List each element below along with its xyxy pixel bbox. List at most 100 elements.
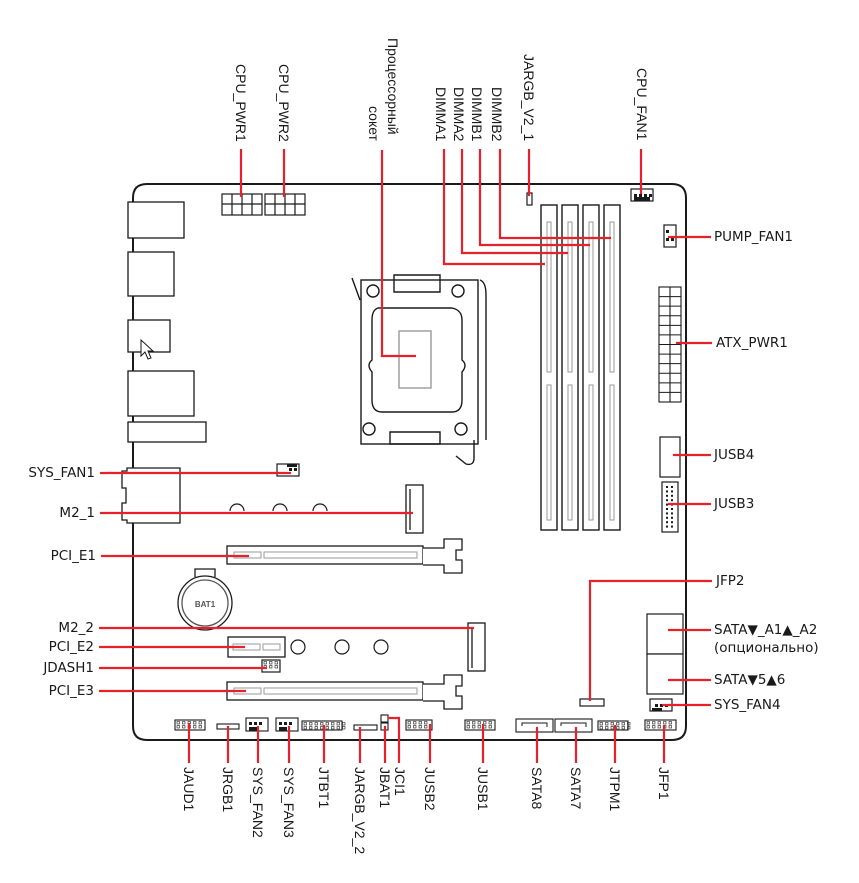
pin: [269, 661, 273, 665]
label-jtpm1: JTPM1: [607, 767, 623, 812]
pin: [331, 726, 335, 730]
rear-io: [121, 201, 207, 524]
pin: [671, 508, 673, 510]
board-outline: [132, 183, 687, 741]
label-jusb3: JUSB3: [714, 496, 755, 512]
pin: [198, 725, 202, 729]
pin: [263, 661, 267, 665]
pin: [666, 508, 668, 510]
pin: [198, 721, 202, 725]
pin: [477, 725, 481, 729]
pin: [627, 722, 631, 726]
label-cpu-fan1: CPU_FAN1: [634, 68, 650, 141]
m2-1-slot: [405, 484, 424, 534]
pin: [599, 722, 603, 726]
pin: [193, 725, 197, 729]
label-sys-fan2: SYS_FAN2: [250, 767, 266, 838]
pin: [666, 512, 668, 515]
pin: [176, 725, 180, 729]
pin: [657, 721, 661, 725]
pin: [466, 725, 470, 729]
label-processor-socket: Процессорный: [385, 38, 401, 135]
pin: [336, 722, 340, 726]
label-pci-e3: PCI_E3: [48, 683, 94, 699]
label-jfp1: JFP1: [656, 767, 672, 800]
cpu-socket: [351, 274, 487, 466]
label-pump-fan1: PUMP_FAN1: [714, 229, 794, 245]
label-jargb-v2-2: JARGB_V2_2: [352, 767, 368, 855]
pin: [666, 490, 668, 493]
label-jargb-v2-1: JARGB_V2_1: [521, 54, 537, 142]
pin: [269, 665, 273, 669]
pin: [413, 721, 417, 725]
pin: [325, 726, 329, 730]
pin: [472, 721, 476, 725]
pin: [424, 721, 428, 725]
pin: [671, 499, 673, 502]
pin: [466, 721, 470, 725]
pin: [336, 726, 340, 730]
label-jusb4: JUSB4: [714, 447, 755, 463]
label-sata56: SATA▼5▲6: [714, 672, 786, 688]
label-m2-1: M2_1: [59, 505, 95, 521]
pin: [621, 722, 625, 726]
label-cpu-pwr1: CPU_PWR1: [233, 64, 249, 142]
pin: [325, 722, 329, 726]
pin: [652, 721, 656, 725]
pin: [274, 665, 278, 669]
label-processor-socket-line2: сокет: [366, 106, 382, 141]
pin: [472, 725, 476, 729]
leader-lines: [99, 149, 712, 763]
label-sata7: SATA7: [568, 767, 584, 810]
pin: [342, 726, 346, 730]
pin: [483, 721, 487, 725]
pin: [599, 726, 603, 730]
pin: [605, 722, 609, 726]
pin: [666, 516, 668, 519]
label-dimma1: DIMMA1: [433, 87, 449, 142]
pin: [663, 721, 667, 725]
pin: [616, 722, 620, 726]
label-pci-e2: PCI_E2: [48, 639, 94, 655]
pin: [424, 725, 428, 729]
pin: [646, 721, 650, 725]
label-jdash1: JDASH1: [43, 660, 94, 676]
pin: [477, 721, 481, 725]
pin: [666, 521, 668, 524]
pin: [314, 726, 318, 730]
pin: [303, 726, 307, 730]
pin: [193, 721, 197, 725]
label-dimmb2: DIMMB2: [489, 87, 505, 142]
pin: [616, 726, 620, 730]
pin: [342, 722, 346, 726]
pin: [671, 521, 673, 524]
pin: [668, 721, 672, 725]
pin: [176, 721, 180, 725]
dimm-slots: [540, 204, 621, 531]
m2-2-slot: [467, 622, 486, 672]
pin: [666, 499, 668, 502]
pci-e3-slot: [226, 674, 463, 710]
label-jusb2: JUSB2: [422, 767, 438, 811]
pin: [666, 494, 668, 497]
sata-a1-a2-connector: [646, 613, 684, 655]
label-jtbt1: JTBT1: [316, 767, 332, 809]
pin: [182, 721, 186, 725]
pin: [671, 512, 673, 515]
label-sata-a1-a2: SATA▼_A1▲_A2: [714, 622, 818, 638]
battery-label: BAT1: [195, 600, 216, 609]
label-jci1: JCI1: [392, 767, 408, 796]
pin: [627, 726, 631, 730]
pin: [610, 722, 614, 726]
pin: [274, 661, 278, 665]
label-jbat1: JBAT1: [377, 767, 393, 808]
pin: [671, 494, 673, 497]
pin: [671, 525, 673, 528]
label-sys-fan1: SYS_FAN1: [28, 465, 95, 481]
mouse-cursor-icon: [140, 338, 155, 360]
pin: [646, 725, 650, 729]
label-atx-pwr1: ATX_PWR1: [716, 335, 788, 351]
pin: [605, 726, 609, 730]
sata56-connector: [646, 653, 684, 695]
